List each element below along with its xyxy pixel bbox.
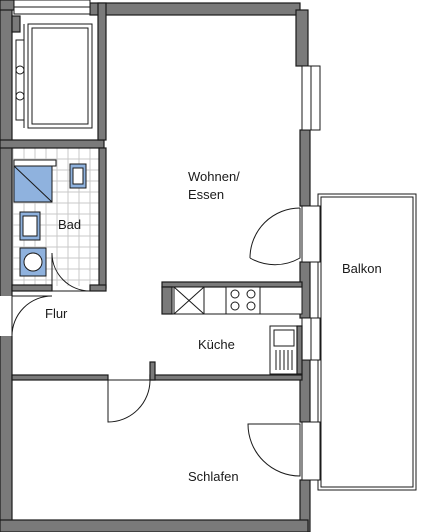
label-wohnen: Wohnen/ [188,169,240,184]
door-swings [11,207,301,477]
bathroom-fixtures [13,159,87,277]
label-kueche: Küche [198,337,235,352]
wall-bedroom-left [11,374,109,381]
wall-right-1 [299,129,311,207]
wall-top-2 [89,2,301,16]
label-essen: Essen [188,187,224,202]
top-left-room [11,15,93,129]
door-swing-icon [249,208,301,266]
label-flur: Flur [45,306,68,321]
window-right-3 [301,205,321,263]
label-bad: Bad [58,217,81,232]
wall-bottom [0,519,309,532]
walls [0,0,311,532]
wall-bath-bottom [11,284,53,292]
wall-bedroom-right [149,374,303,381]
wall-bath-right [97,2,107,141]
wall-bath-top [0,139,105,149]
label-schlafen: Schlafen [188,469,239,484]
wall-bath-right-lower [98,147,107,289]
wall-bedroom-stub [149,361,156,381]
wall-top-left [0,0,13,532]
window-right-4 [301,421,321,481]
kitchen-counter [161,281,303,375]
balcony [317,193,417,491]
label-balkon: Balkon [342,261,382,276]
wall-top-3 [295,9,309,67]
wall-bath-bottom-2 [89,284,107,292]
windows [13,0,321,481]
stove-icon [225,286,261,315]
wall-top [0,0,15,11]
